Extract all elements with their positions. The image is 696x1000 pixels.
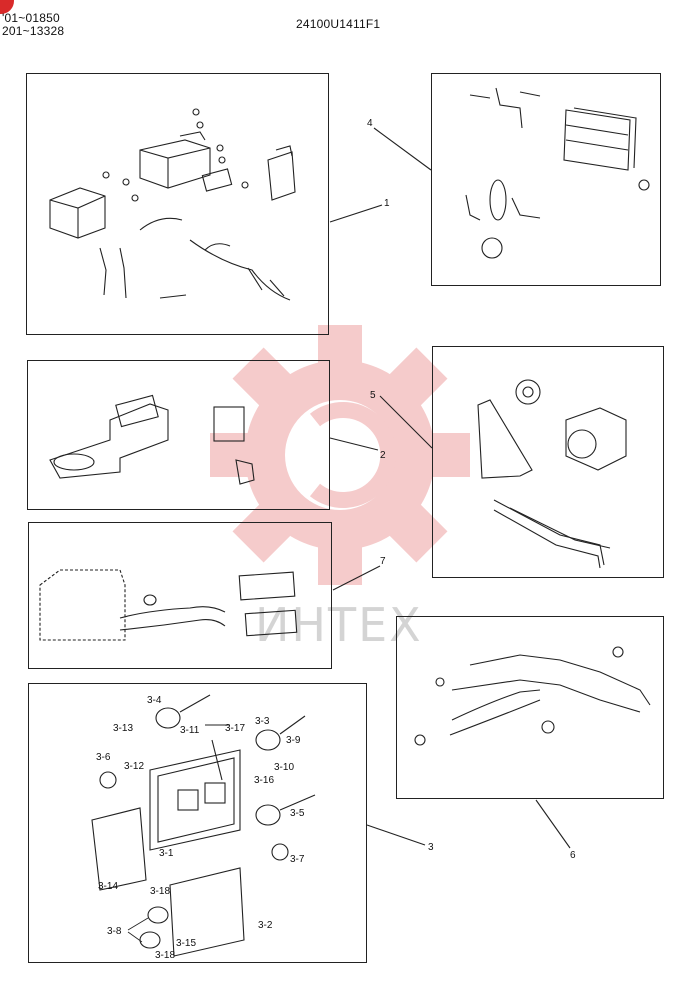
- callout-1: 1: [384, 198, 390, 209]
- part-label: 3-17: [225, 723, 246, 734]
- part-label: 3-6: [96, 752, 111, 763]
- part-label: 3-11: [180, 725, 200, 736]
- part-label: 3-10: [274, 762, 295, 773]
- part-label: 3-5: [290, 808, 305, 819]
- part-label: 3-12: [124, 761, 145, 772]
- part-label: 3-9: [286, 735, 301, 746]
- panel-group-3: [28, 683, 367, 963]
- condenser-drawing: [465, 87, 650, 259]
- part-label: 3-7: [290, 854, 305, 865]
- part-label: 3-14: [98, 881, 119, 892]
- part-label: 3-4: [147, 695, 162, 706]
- panel-group-2: [27, 360, 330, 510]
- hose-drawing: [39, 569, 298, 641]
- control-panel-drawing: [91, 694, 316, 957]
- callout-3: 3: [428, 842, 434, 853]
- leader-lines: [329, 127, 571, 849]
- part-label: 3-8: [107, 926, 122, 937]
- watermark-text: ИНТЕХ: [255, 598, 423, 652]
- serial-line-1: '01~01850: [2, 11, 60, 25]
- panel-group-5: [432, 346, 664, 578]
- panel-group-1: [26, 73, 329, 335]
- callout-2: 2: [380, 450, 386, 461]
- panel-group-7: [28, 522, 332, 669]
- part-label: 3-1: [159, 848, 174, 859]
- part-label: 3-13: [113, 723, 134, 734]
- part-label: 3-15: [176, 938, 197, 949]
- part-label: 3-16: [254, 775, 275, 786]
- panel-group-6: [396, 616, 664, 799]
- compressor-drawing: [477, 379, 627, 569]
- panel-group-4: [431, 73, 661, 286]
- drawing-code: 24100U1411F1: [296, 17, 381, 31]
- callout-4: 4: [367, 118, 373, 129]
- heater-unit-drawing: [49, 108, 296, 301]
- callout-5: 5: [370, 390, 376, 401]
- serial-line-2: 201~13328: [2, 24, 65, 38]
- pipe-drawing: [414, 646, 651, 746]
- part-label: 3-3: [255, 716, 270, 727]
- serial-range: '01~01850 201~13328: [2, 12, 64, 38]
- duct-drawing: [49, 394, 255, 485]
- callout-6: 6: [570, 850, 576, 861]
- part-label: 3-2: [258, 920, 273, 931]
- part-label: 3-18: [155, 950, 176, 961]
- part-label: 3-18: [150, 886, 171, 897]
- callout-7: 7: [380, 556, 386, 567]
